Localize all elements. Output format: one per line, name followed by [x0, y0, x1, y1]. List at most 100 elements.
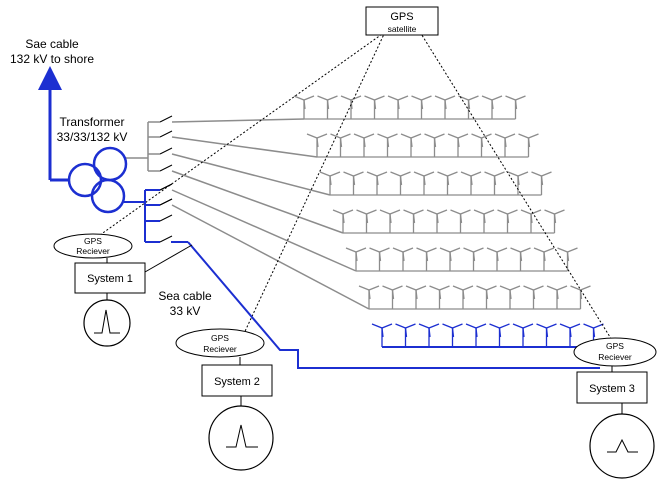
gps-signal-line-2	[239, 31, 386, 343]
wind-turbine	[413, 171, 435, 195]
wind-turbine	[486, 247, 508, 271]
wind-turbine	[546, 285, 568, 309]
sea-cable-label-2: 33 kV	[170, 304, 201, 318]
system-2-pulse	[226, 424, 258, 448]
wind-turbine	[330, 133, 351, 157]
wind-turbine	[536, 323, 557, 347]
system-3-label: System 3	[589, 383, 635, 395]
wind-turbine	[463, 247, 484, 271]
wind-turbine	[505, 95, 526, 119]
wind-turbine	[544, 209, 565, 233]
wind-turbine	[317, 95, 338, 119]
gps-signal-lines	[92, 31, 616, 346]
system-1-pulse	[94, 309, 120, 334]
gps-satellite-sublabel: satellite	[388, 24, 417, 34]
gps-receiver-2: GPS Reciever	[175, 328, 265, 358]
wind-turbine	[450, 209, 471, 233]
feeder-switch	[159, 115, 173, 123]
wind-turbine	[424, 133, 445, 157]
wind-turbine	[395, 323, 416, 347]
feeder-switch	[159, 214, 173, 222]
wind-turbine	[371, 323, 393, 347]
gps-receiver-3: GPS Reciever	[573, 337, 657, 367]
wind-turbine	[356, 209, 377, 233]
gps-signal-line-1	[92, 31, 386, 241]
turbine-array	[293, 95, 604, 347]
wind-turbine	[531, 171, 552, 195]
wind-turbine	[447, 133, 469, 157]
wind-turbine	[520, 209, 542, 233]
gps-receiver-3-label: GPS	[606, 341, 624, 351]
transformer-symbol	[67, 146, 128, 214]
wind-turbine	[319, 171, 341, 195]
feeder-cable	[171, 170, 344, 234]
feeder-cable	[171, 204, 370, 310]
wind-turbine	[364, 95, 385, 119]
wind-turbine	[507, 171, 529, 195]
wind-turbine	[452, 285, 474, 309]
wind-turbine	[358, 285, 380, 309]
wind-turbine	[293, 95, 315, 119]
wind-turbine	[473, 209, 495, 233]
wind-turbine	[533, 247, 555, 271]
wind-turbine	[458, 95, 479, 119]
wind-turbine	[465, 323, 487, 347]
feeder-cables	[124, 115, 594, 348]
wind-turbine	[557, 247, 578, 271]
gps-signal-line-3	[419, 31, 616, 346]
gps-receiver-2-sublabel: Reciever	[203, 344, 237, 354]
wind-turbine	[340, 95, 362, 119]
wind-turbine	[343, 171, 364, 195]
wind-turbine	[306, 133, 328, 157]
wind-turbine	[379, 209, 401, 233]
wind-turbine	[377, 133, 398, 157]
transformer-label-2: 33/33/132 kV	[57, 130, 128, 144]
wind-turbine	[499, 285, 521, 309]
system-3: System 3	[576, 366, 655, 479]
wind-turbine	[426, 209, 448, 233]
wind-turbine	[382, 285, 403, 309]
wind-turbine	[489, 323, 510, 347]
wind-turbine	[494, 133, 516, 157]
wind-turbine	[512, 323, 534, 347]
system-2: System 2	[201, 357, 274, 471]
gps-receiver-1-sublabel: Reciever	[76, 246, 110, 256]
wind-turbine	[411, 95, 432, 119]
upper-feeder-bus	[124, 121, 160, 172]
system-3-pulse	[607, 438, 638, 453]
wind-turbine	[518, 133, 539, 157]
wind-turbine	[481, 95, 503, 119]
wind-turbine	[497, 209, 518, 233]
wind-turbine	[369, 247, 390, 271]
wind-turbine	[366, 171, 388, 195]
gps-satellite: GPS satellite	[365, 6, 439, 36]
wind-turbine	[400, 133, 422, 157]
feeder-cable	[171, 118, 305, 123]
wind-turbine	[510, 247, 531, 271]
wind-turbine	[390, 171, 411, 195]
transformer-label-1: Transformer	[60, 115, 125, 129]
wind-turbine	[570, 285, 591, 309]
wind-turbine	[429, 285, 450, 309]
gps-receiver-3-sublabel: Reciever	[598, 352, 632, 362]
wind-turbine	[387, 95, 409, 119]
feeder-cable	[171, 189, 357, 272]
wind-turbine	[332, 209, 354, 233]
gps-receiver-1: GPS Reciever	[53, 233, 133, 259]
system-2-label: System 2	[214, 376, 260, 388]
shore-cable-label-2: 132 kV to shore	[10, 52, 94, 66]
system1-feed	[144, 244, 193, 273]
system-1-label: System 1	[87, 273, 133, 285]
wind-turbine	[405, 285, 427, 309]
feeder-switch	[159, 130, 173, 138]
gps-receiver-2-label: GPS	[211, 333, 229, 343]
shore-cable-label-1: Sae cable	[25, 37, 79, 51]
wind-turbine	[353, 133, 375, 157]
sea-cable-33kv	[187, 241, 600, 369]
wind-turbine	[476, 285, 497, 309]
blue-bus	[124, 189, 600, 369]
feeder-switch	[159, 164, 173, 172]
feeder-switch	[159, 147, 173, 155]
gps-receiver-1-label: GPS	[84, 236, 102, 246]
